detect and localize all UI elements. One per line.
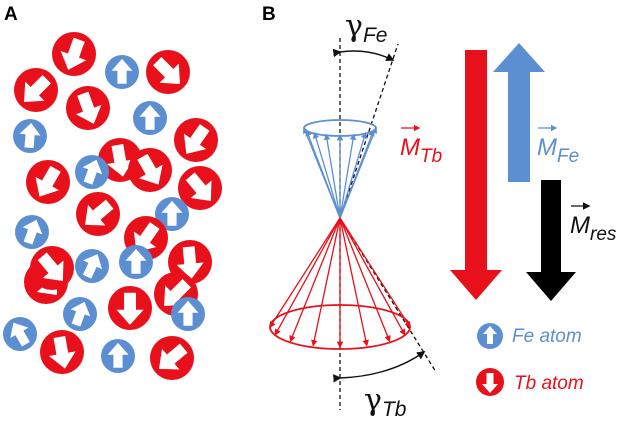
cone-spin-arrow (289, 217, 341, 343)
spin-arrow-icon (137, 153, 163, 185)
legend-fe-label: Fe atom (512, 326, 582, 347)
m-res-arrow (526, 180, 576, 301)
tb-atom (108, 286, 152, 330)
cone-spin-arrow (311, 217, 341, 347)
spin-arrow-icon (35, 165, 61, 197)
precession-cones: γFe γTb (269, 9, 437, 421)
m-fe-arrow (493, 43, 545, 182)
spin-arrow-icon (107, 342, 129, 368)
cone-spin-arrow (312, 131, 341, 219)
tb-atom (178, 166, 222, 210)
m-tb-arrow (450, 50, 502, 300)
fe-atom (13, 119, 47, 153)
fe-atom (3, 317, 37, 351)
spin-arrow-icon (48, 335, 76, 369)
tb-atom (30, 246, 74, 290)
tb-atom (66, 86, 110, 130)
gamma-fe-dashed-line (339, 43, 399, 219)
gamma-tb-arc (333, 351, 426, 383)
spin-arrow-icon (22, 219, 43, 245)
cone-spin-arrow (339, 126, 378, 219)
legend: Fe atom Tb atom (476, 323, 584, 396)
cone-spin-arrow (269, 217, 341, 329)
tb-atom (26, 160, 70, 204)
legend-tb-label: Tb atom (514, 373, 584, 394)
fe-atom (119, 245, 153, 279)
cone-spin-arrow (339, 131, 368, 219)
tb-atom (128, 148, 172, 192)
cone-spin-arrow (339, 133, 357, 219)
cone-spin-arrow (339, 217, 391, 343)
fe-atom (155, 197, 189, 231)
m-tb-label: MTb (400, 124, 442, 167)
spin-arrow-icon (10, 322, 30, 347)
tb-atom (150, 336, 194, 380)
svg-text:MFe: MFe (537, 134, 579, 167)
cone-spin-arrow (305, 129, 341, 219)
fe-cone-arrows (302, 126, 378, 219)
spin-arrow-icon (153, 57, 180, 84)
spin-arrow-icon (106, 143, 134, 177)
svg-text:MTb: MTb (400, 134, 442, 167)
legend-tb-icon (476, 368, 504, 396)
cone-spin-arrow (323, 133, 341, 219)
tb-atom (40, 330, 84, 374)
spin-arrow-icon (24, 75, 51, 102)
gamma-tb-label: γTb (364, 383, 407, 421)
spin-arrow-icon (75, 91, 102, 124)
spin-arrow-icon (159, 343, 188, 370)
tb-atom (146, 50, 190, 94)
legend-fe-icon (477, 323, 503, 349)
svg-text:Mres: Mres (570, 212, 617, 245)
fe-atom (133, 101, 167, 135)
spin-arrow-icon (85, 199, 114, 226)
tb-atom (52, 32, 96, 76)
spin-arrow-icon (161, 200, 183, 226)
spin-arrow-icon (116, 292, 144, 325)
spin-arrow-icon (176, 246, 204, 279)
spin-arrow-icon (164, 279, 191, 306)
cone-spin-arrow (339, 217, 406, 336)
atom-cluster (3, 32, 222, 380)
fe-atom (75, 155, 109, 189)
fe-atom (15, 215, 49, 249)
m-fe-label: MFe (537, 124, 579, 167)
spin-arrow-icon (37, 252, 64, 281)
spin-arrow-icon (133, 222, 160, 252)
panel-label-a: A (4, 4, 18, 25)
cone-spin-arrow (339, 217, 369, 347)
spin-arrow-icon (70, 301, 91, 327)
gamma-fe-label: γFe (345, 9, 387, 47)
gamma-fe-arc (332, 48, 395, 61)
spin-arrow-icon (82, 254, 103, 279)
fe-atom (171, 297, 205, 331)
spin-arrow-icon (185, 172, 212, 201)
spin-arrow-icon (82, 159, 103, 185)
spin-arrow-icon (19, 122, 41, 149)
m-res-label: Mres (570, 202, 617, 245)
tb-cone-arrows (269, 217, 411, 349)
tb-atom (76, 192, 120, 236)
fe-atom (101, 339, 135, 373)
tb-atom (174, 118, 218, 162)
tb-atom (14, 68, 58, 112)
spin-arrow-icon (139, 104, 161, 130)
fe-atom (75, 249, 109, 283)
panel-label-b: B (262, 4, 276, 25)
spin-arrow-icon (183, 124, 210, 154)
fe-atom (63, 297, 97, 331)
spin-arrow-icon (60, 37, 87, 70)
fe-atom (105, 55, 139, 89)
spin-arrow-icon (111, 58, 133, 84)
magnetization-arrows (450, 43, 576, 301)
spin-arrow-icon (177, 300, 199, 326)
cone-spin-arrow (274, 217, 341, 336)
spin-arrow-icon (125, 248, 147, 274)
cone-spin-arrow (339, 217, 411, 329)
